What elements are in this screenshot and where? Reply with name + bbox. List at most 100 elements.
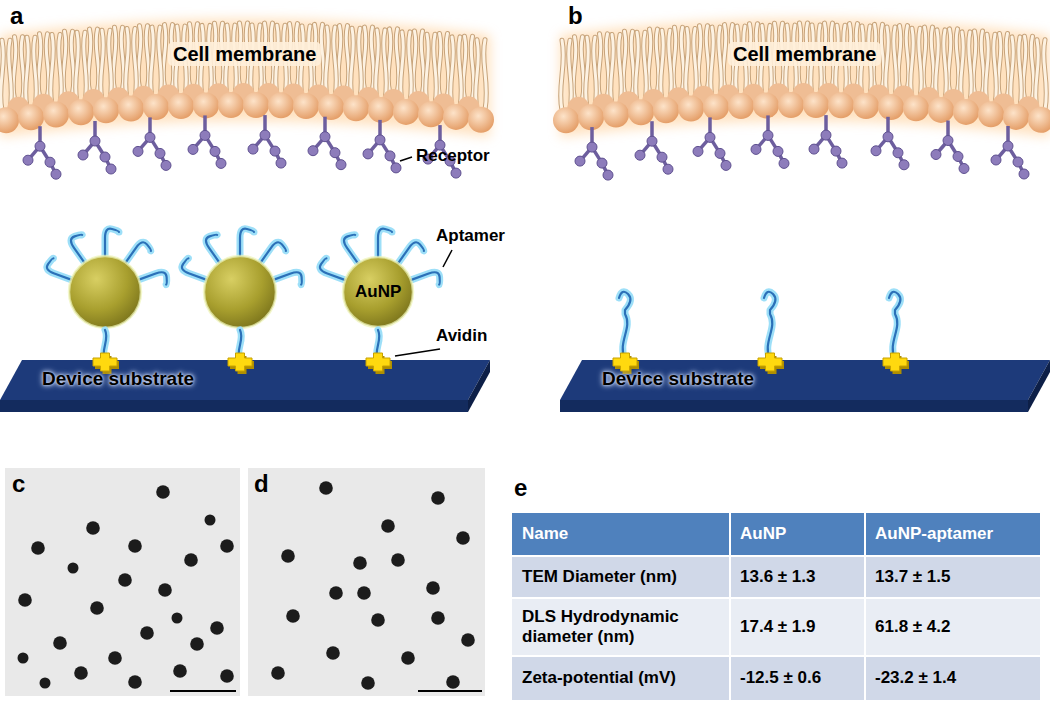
lipid-tail (936, 30, 939, 100)
tem-particle (53, 636, 67, 650)
table-cell: 17.4 ± 1.9 (740, 617, 855, 637)
lipid-tail (84, 32, 87, 102)
tem-particle (86, 521, 100, 535)
device-substrate: Device substrate (0, 348, 490, 418)
lipid-tail (434, 34, 437, 104)
lipid-tail (1, 40, 4, 110)
lipid-tail (76, 32, 79, 102)
receptor-ball (893, 148, 903, 158)
aptamer-glow (320, 258, 346, 280)
aptamer-glow (260, 242, 286, 264)
scale-bar (170, 690, 236, 692)
receptor-ball (385, 151, 395, 161)
lipid-tail (994, 34, 997, 104)
lipid-tail (969, 32, 972, 102)
receptor-ball (161, 160, 171, 170)
lipid-head (343, 95, 369, 121)
receptor-ball (837, 158, 847, 168)
panel-letter: e (514, 474, 527, 503)
lipid-tail (586, 37, 589, 107)
lipid-tail (886, 27, 889, 97)
avidin (758, 353, 782, 371)
lipid-head (293, 93, 319, 119)
table-cell: DLS Hydrodynamic diameter (nm) (522, 607, 720, 648)
table-cell: -12.5 ± 0.6 (740, 668, 855, 688)
receptor-ball (821, 130, 831, 140)
lipid-head (418, 101, 444, 127)
avidin (883, 353, 907, 371)
receptor-ball (451, 168, 461, 178)
table-cell: Zeta-potential (mV) (522, 668, 720, 688)
lipid-tail (894, 27, 897, 97)
table-row (512, 556, 1040, 598)
lipid-tail (594, 37, 597, 107)
tem-particle (172, 613, 183, 624)
tem-particle (118, 573, 132, 587)
membrane-glow (560, 19, 1050, 137)
lipid-tail (561, 40, 564, 110)
lipid-tail (986, 34, 989, 104)
lipid-head (878, 94, 904, 120)
lipid-tail (1044, 40, 1047, 110)
lipid-tail (109, 30, 112, 100)
receptor-ball (663, 164, 673, 174)
lipid-tail (84, 32, 87, 102)
lipid-tail (936, 30, 939, 100)
tem-particle (381, 519, 395, 533)
cell-membrane: Cell membrane (560, 10, 1050, 192)
lipid-head (193, 92, 219, 118)
lipid-tail (694, 29, 697, 99)
receptor-ball (587, 142, 597, 152)
lipid-tail (426, 34, 429, 104)
lipid-tail (459, 37, 462, 107)
lipid-tail (451, 37, 454, 107)
lipid-tail (661, 30, 664, 100)
receptor-ball (635, 150, 645, 160)
lipid-head (853, 93, 879, 119)
lipid-tail (376, 30, 379, 100)
lipid-head (978, 101, 1004, 127)
lipid-head (168, 93, 194, 119)
receptor-ball (155, 148, 165, 158)
lipid-tail (34, 37, 37, 107)
tem-particle (426, 581, 440, 595)
tem-particle (158, 583, 172, 597)
aptamer-glow (206, 235, 221, 265)
lipid-head (143, 94, 169, 120)
lipid-tail (911, 28, 914, 98)
table-rule (512, 597, 1040, 599)
lipid-head (803, 92, 829, 118)
aptamer-strand (410, 272, 440, 284)
lipid-tail (351, 28, 354, 98)
tem-particle (108, 651, 122, 665)
lipid-head (43, 102, 69, 128)
tem-particle (31, 541, 45, 555)
receptor-ball (260, 130, 270, 140)
lipid-head (778, 92, 804, 118)
lipid-head (928, 97, 954, 123)
lipid-tail (459, 37, 462, 107)
table-header-cell: AuNP (740, 524, 855, 544)
table-rule (512, 655, 1040, 657)
lipid-tail (619, 35, 622, 105)
tem-particle (371, 613, 385, 627)
panel-letter: c (12, 470, 25, 499)
aptamer-glow (619, 292, 630, 360)
lipid-head (653, 97, 679, 123)
tem-particle (361, 676, 375, 690)
tem-particle (220, 669, 234, 683)
lipid-tail (126, 29, 129, 99)
aptamer-strand (260, 242, 286, 264)
lipid-tail (711, 27, 714, 97)
lipid-tail (334, 27, 337, 97)
lipid-tail (484, 40, 487, 110)
lipid-tail (719, 27, 722, 97)
table-cell: 61.8 ± 4.2 (875, 617, 1030, 637)
gold-nanoparticle (204, 256, 276, 328)
tem-particle (461, 633, 475, 647)
lipid-tail (686, 29, 689, 99)
aptamer-glow (344, 235, 359, 265)
lipid-tail (636, 32, 639, 102)
tem-particle (329, 586, 343, 600)
